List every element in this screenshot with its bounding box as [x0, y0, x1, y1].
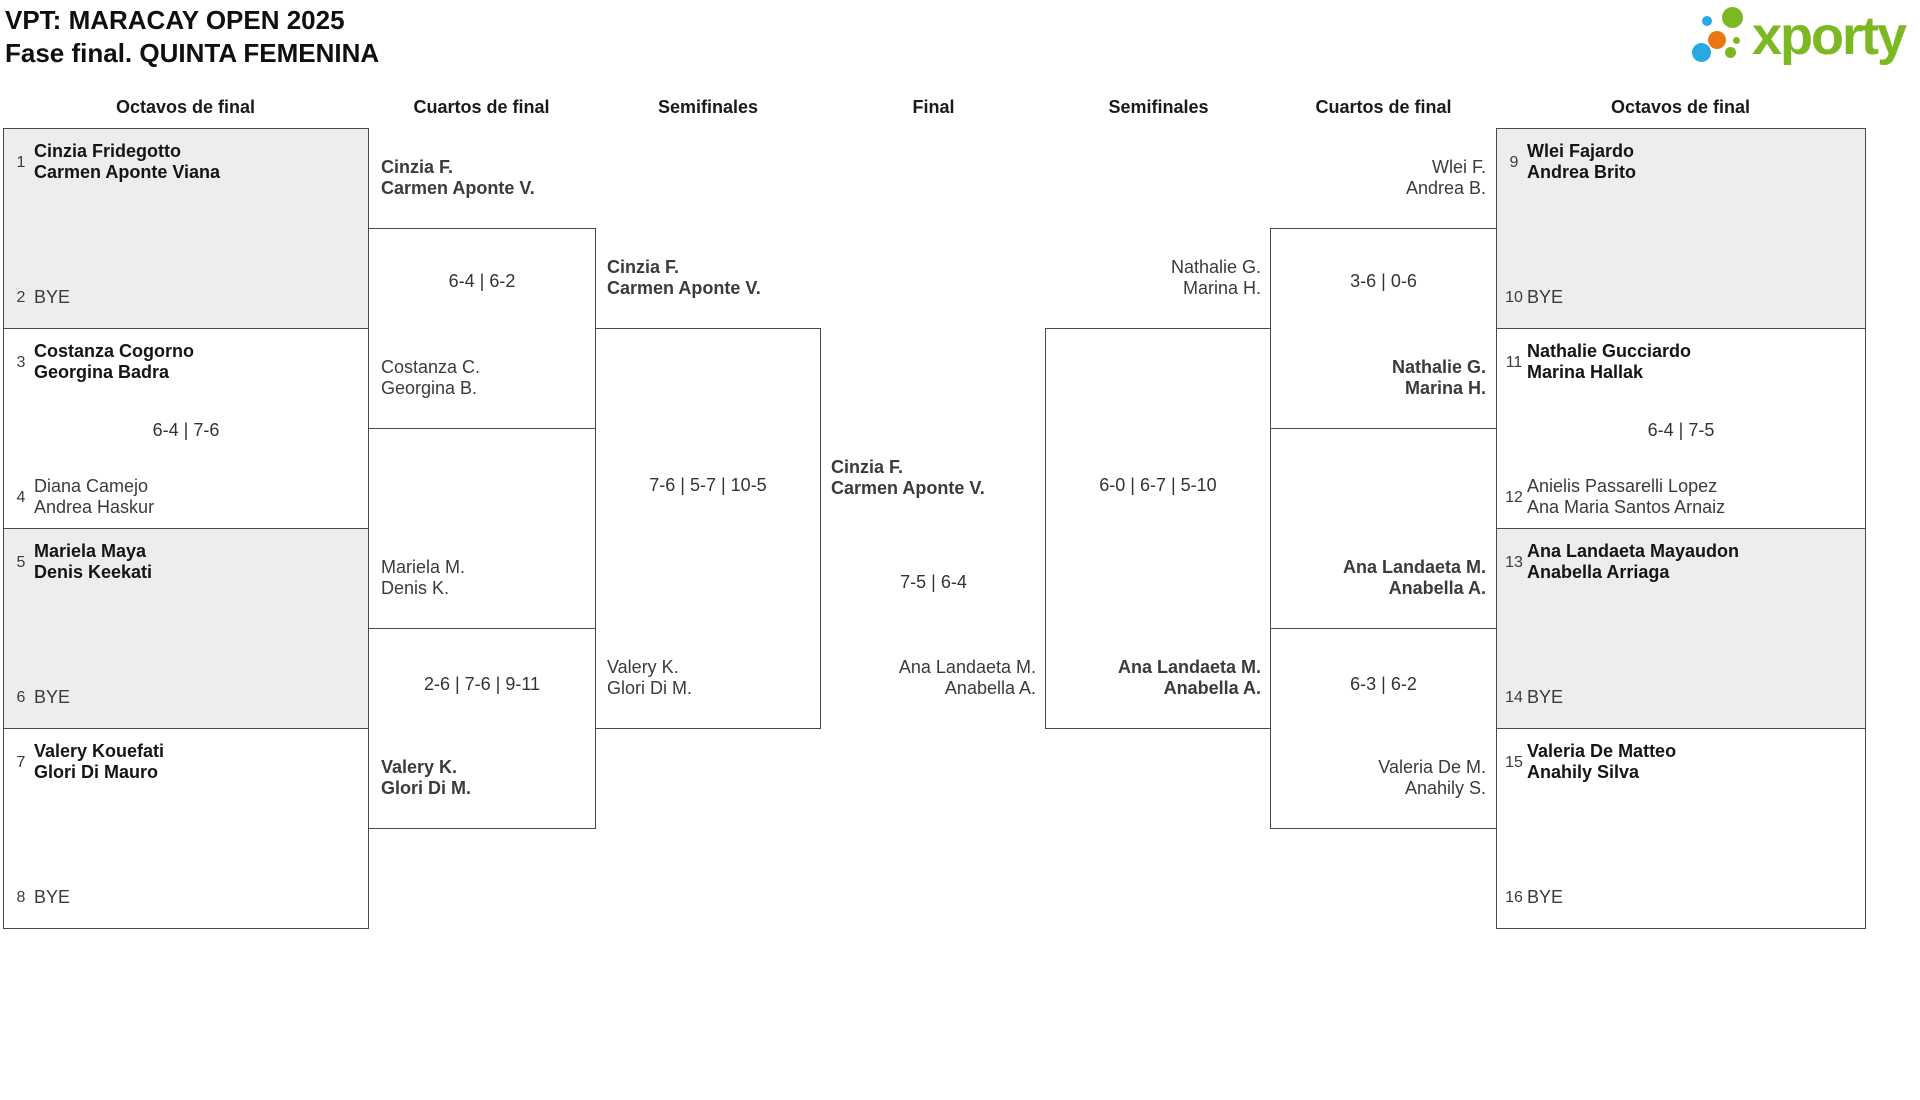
team-top-names: Mariela Maya Denis Keekati	[34, 541, 153, 582]
match-score: 6-4 | 7-6	[152, 420, 220, 440]
sf-match-box	[1045, 328, 1271, 729]
team-bottom-names: Anielis Passarelli Lopez Ana Maria Santo…	[1527, 476, 1726, 517]
logo-dot-icon	[1692, 43, 1711, 62]
logo-dot-icon	[1725, 47, 1736, 58]
sf-team-label: Cinzia F. Carmen Aponte V.	[607, 257, 761, 298]
r16-match-box: 11 Nathalie Gucciardo Marina Hallak 12 A…	[1496, 328, 1866, 529]
qf-team-label: Wlei F. Andrea B.	[1405, 157, 1486, 198]
sf-team-label: Valery K. Glori Di M.	[607, 657, 692, 698]
logo-dot-icon	[1722, 7, 1743, 28]
final-team-label: Ana Landaeta M. Anabella A.	[898, 657, 1036, 698]
match-score: 3-6 | 0-6	[1350, 271, 1417, 291]
qf-team-label: Costanza C. Georgina B.	[381, 357, 481, 398]
seed-bottom: 4	[16, 489, 26, 506]
header-cuartos-right: Cuartos de final	[1315, 97, 1452, 117]
qf-team-label: Nathalie G. Marina H.	[1391, 357, 1486, 398]
team-top-names: Valery Kouefati Glori Di Mauro	[34, 741, 165, 782]
header-final: Final	[912, 97, 955, 117]
logo-dot-icon	[1708, 31, 1726, 49]
sf-match-box	[595, 328, 821, 729]
qf-team-label: Mariela M. Denis K.	[381, 557, 466, 598]
match-score: 6-0 | 6-7 | 5-10	[1099, 475, 1217, 495]
r16-match-box: 9 Wlei Fajardo Andrea Brito 10 BYE	[1496, 128, 1866, 329]
bye-label: BYE	[1527, 287, 1564, 307]
match-score: 6-4 | 6-2	[448, 271, 516, 291]
header-octavos-left: Octavos de final	[115, 97, 256, 117]
r16-match-box: 5 Mariela Maya Denis Keekati 6 BYE	[3, 528, 369, 729]
sf-team-label: Nathalie G. Marina H.	[1170, 257, 1261, 298]
final-team-label: Cinzia F. Carmen Aponte V.	[831, 457, 985, 498]
logo-brand-text: xporty	[1752, 6, 1907, 66]
r16-match-box: 15 Valeria De Matteo Anahily Silva 16 BY…	[1496, 728, 1866, 929]
seed-top: 11	[1505, 354, 1523, 371]
seed-bottom: 8	[16, 889, 26, 906]
seed-top: 15	[1505, 754, 1523, 771]
team-bottom-names: Diana Camejo Andrea Haskur	[34, 476, 155, 517]
match-score: 7-5 | 6-4	[900, 572, 967, 592]
seed-top: 9	[1509, 154, 1519, 171]
seed-bottom: 10	[1505, 289, 1523, 306]
header-semis-left: Semifinales	[657, 97, 759, 117]
bye-label: BYE	[1527, 687, 1564, 707]
qf-team-label: Ana Landaeta M. Anabella A.	[1342, 557, 1486, 598]
seed-bottom: 12	[1505, 489, 1523, 506]
seed-bottom: 14	[1505, 689, 1523, 706]
match-score: 6-3 | 6-2	[1350, 674, 1417, 694]
logo-dot-icon	[1733, 37, 1740, 44]
match-score: 7-6 | 5-7 | 10-5	[649, 475, 767, 495]
page-subtitle: Fase final. QUINTA FEMENINA	[5, 38, 380, 68]
header-octavos-right: Octavos de final	[1610, 97, 1751, 117]
seed-top: 7	[16, 754, 26, 771]
r16-match-box: 7 Valery Kouefati Glori Di Mauro 8 BYE	[3, 728, 369, 929]
seed-top: 13	[1505, 554, 1523, 571]
logo-dot-icon	[1702, 16, 1712, 26]
team-top-names: Ana Landaeta Mayaudon Anabella Arriaga	[1527, 541, 1740, 582]
seed-bottom: 6	[16, 689, 26, 706]
seed-top: 1	[16, 154, 26, 171]
page-title: VPT: MARACAY OPEN 2025	[5, 5, 345, 35]
seed-top: 5	[16, 554, 26, 571]
sf-team-label: Ana Landaeta M. Anabella A.	[1117, 657, 1261, 698]
qf-team-label: Cinzia F. Carmen Aponte V.	[381, 157, 535, 198]
bye-label: BYE	[34, 887, 71, 907]
r16-match-box: 1 Cinzia Fridegotto Carmen Aponte Viana …	[3, 128, 369, 329]
team-top-names: Wlei Fajardo Andrea Brito	[1527, 141, 1637, 182]
header-cuartos-left: Cuartos de final	[413, 97, 550, 117]
qf-team-label: Valery K. Glori Di M.	[381, 757, 471, 798]
header-semis-right: Semifinales	[1108, 97, 1209, 117]
seed-bottom: 2	[16, 289, 26, 306]
match-score: 6-4 | 7-5	[1647, 420, 1715, 440]
bye-label: BYE	[1527, 887, 1564, 907]
xporty-logo[interactable]: xporty	[1690, 0, 1918, 78]
team-top-names: Nathalie Gucciardo Marina Hallak	[1527, 341, 1692, 382]
team-top-names: Costanza Cogorno Georgina Badra	[34, 341, 194, 382]
r16-match-box: 13 Ana Landaeta Mayaudon Anabella Arriag…	[1496, 528, 1866, 729]
r16-match-box: 3 Costanza Cogorno Georgina Badra 4 Dian…	[3, 328, 369, 529]
bye-label: BYE	[34, 687, 71, 707]
team-top-names: Valeria De Matteo Anahily Silva	[1527, 741, 1677, 782]
match-score: 2-6 | 7-6 | 9-11	[423, 674, 541, 694]
bye-label: BYE	[34, 287, 71, 307]
seed-bottom: 16	[1505, 889, 1523, 906]
team-top-names: Cinzia Fridegotto Carmen Aponte Viana	[34, 141, 221, 182]
seed-top: 3	[16, 354, 26, 371]
qf-team-label: Valeria De M. Anahily S.	[1378, 757, 1486, 798]
